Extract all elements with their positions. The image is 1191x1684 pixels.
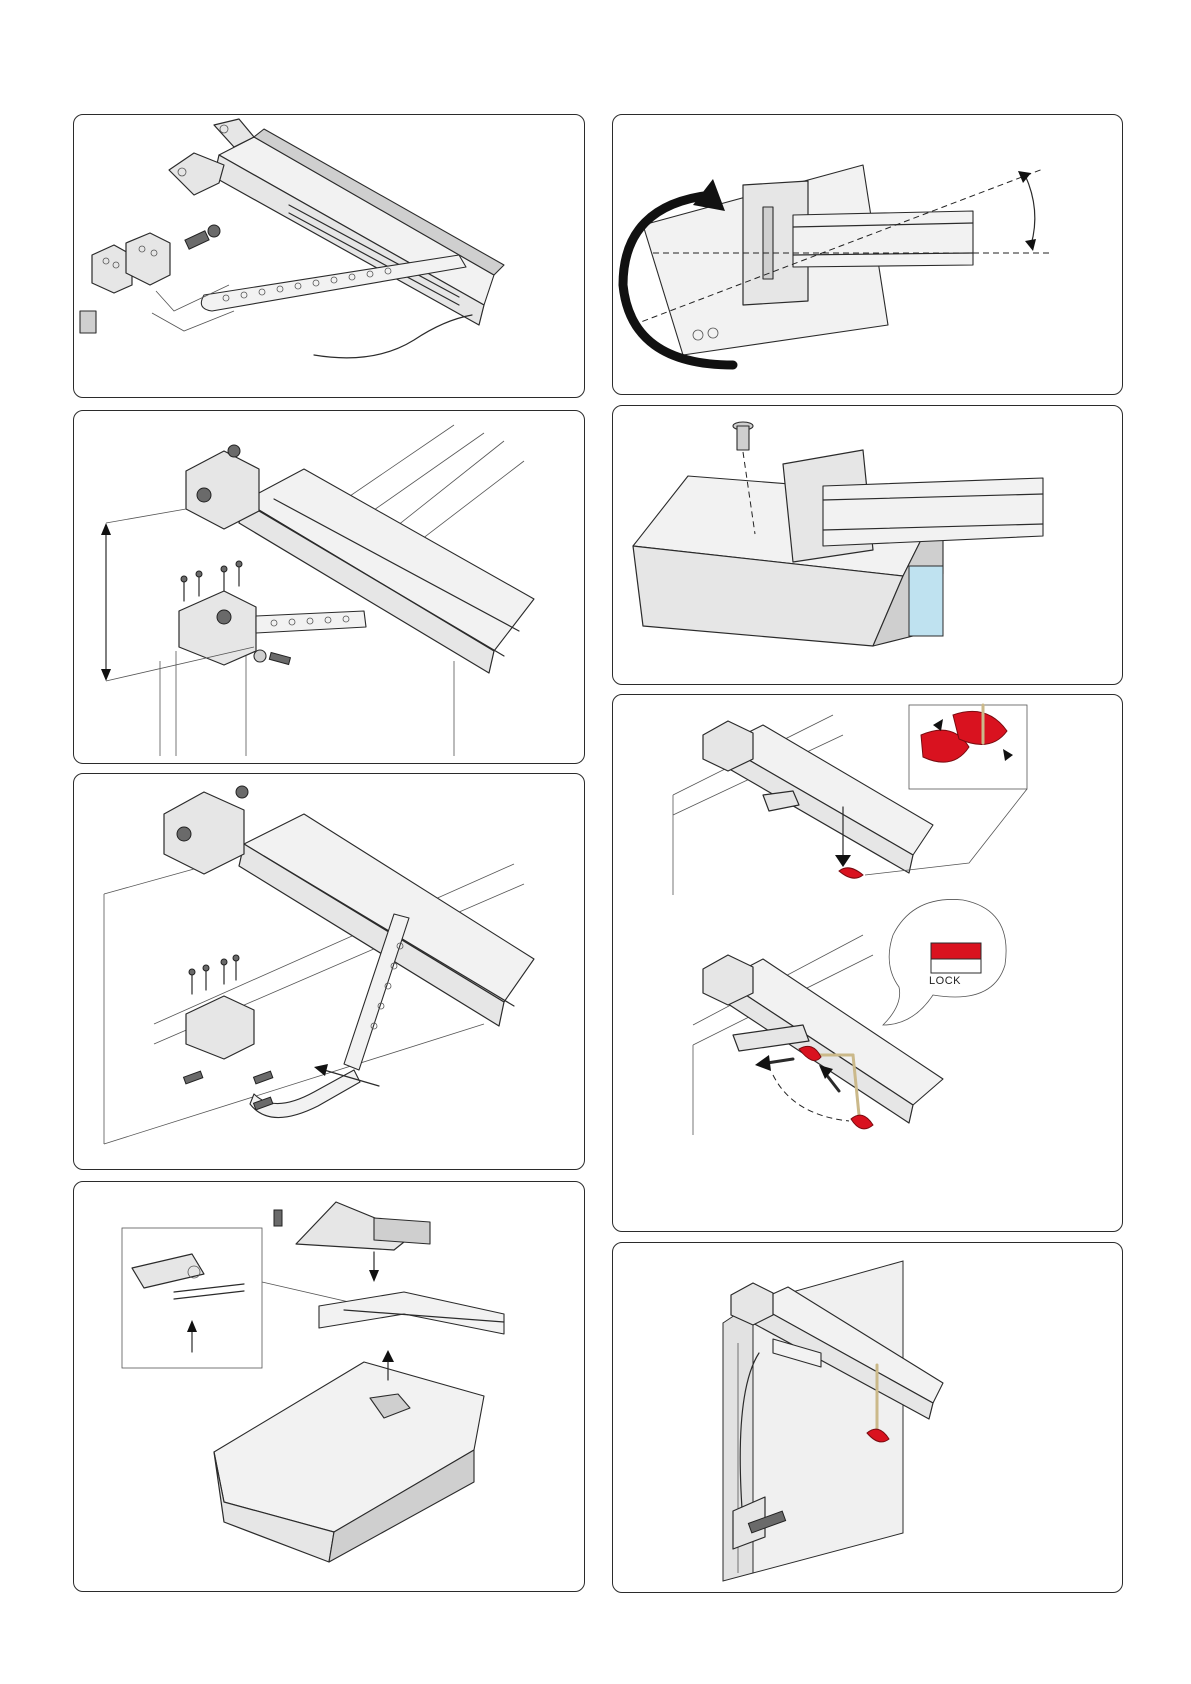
screw-icon bbox=[733, 422, 753, 450]
end-bracket bbox=[186, 451, 259, 529]
bolt bbox=[269, 653, 290, 665]
swing-path bbox=[773, 1075, 849, 1121]
end-bracket bbox=[164, 792, 244, 874]
arrow-right bbox=[1003, 749, 1013, 761]
perforated-arm bbox=[256, 611, 366, 633]
arm-upper bbox=[763, 791, 799, 811]
carriage-slot bbox=[763, 207, 773, 279]
washer bbox=[254, 650, 266, 662]
illustration-door-arm bbox=[74, 774, 585, 1170]
release-handle-pulled bbox=[851, 1115, 873, 1129]
inset-carriage bbox=[132, 1254, 204, 1288]
panel-motor-rotation bbox=[612, 114, 1123, 395]
panel-motor-fixing bbox=[612, 405, 1123, 685]
up-arrow bbox=[187, 1320, 197, 1352]
lower-scene bbox=[693, 935, 943, 1135]
inset-chain bbox=[174, 1284, 244, 1299]
nut-plate bbox=[80, 311, 96, 333]
down-arrow bbox=[835, 855, 851, 867]
screws bbox=[189, 955, 239, 994]
illustration-motor-rotation bbox=[613, 115, 1123, 395]
wire bbox=[314, 315, 472, 358]
illustration-motor-carriage bbox=[74, 1182, 585, 1592]
upper-scene bbox=[673, 715, 933, 895]
bolt bbox=[184, 1071, 203, 1084]
motor-top bbox=[214, 1362, 484, 1532]
rail-profile bbox=[823, 478, 1043, 546]
panel-rail-bracket-parts bbox=[73, 114, 585, 398]
release-handle-upper bbox=[839, 868, 863, 878]
wall-bracket-right bbox=[126, 233, 170, 285]
illustration-motor-fixing bbox=[613, 406, 1123, 685]
down-arrow bbox=[369, 1252, 379, 1282]
rail-profile bbox=[793, 211, 973, 267]
angle-arrow bbox=[1018, 171, 1036, 251]
end-tab bbox=[169, 153, 224, 195]
illustration-release-lock bbox=[613, 695, 1123, 1232]
panel-door-arm-assembly bbox=[73, 773, 585, 1170]
bracket-bolt bbox=[197, 488, 211, 502]
arrow-left bbox=[933, 719, 943, 731]
lock-label: LOCK bbox=[915, 975, 975, 987]
handle-piece-right bbox=[953, 711, 1007, 744]
motor-label bbox=[909, 566, 943, 636]
lock-bubble bbox=[883, 899, 1006, 1025]
bolt bbox=[185, 225, 220, 249]
illustration-bracket-parts bbox=[74, 115, 585, 398]
pin bbox=[274, 1210, 282, 1226]
panel-door-release-cord bbox=[612, 1242, 1123, 1593]
left-arrow bbox=[755, 1055, 793, 1071]
illustration-rail-mount bbox=[74, 411, 585, 764]
wall-bracket bbox=[179, 591, 256, 665]
top-bracket-flange bbox=[374, 1218, 430, 1244]
illustration-door-release bbox=[613, 1243, 1123, 1593]
panel-rail-mount-height bbox=[73, 410, 585, 764]
rail-upper bbox=[723, 725, 933, 855]
rail-piece bbox=[319, 1292, 504, 1334]
panel-motor-carriage bbox=[73, 1181, 585, 1592]
lock-indicator bbox=[931, 943, 981, 959]
panel-release-lock: LOCK bbox=[612, 694, 1123, 1232]
